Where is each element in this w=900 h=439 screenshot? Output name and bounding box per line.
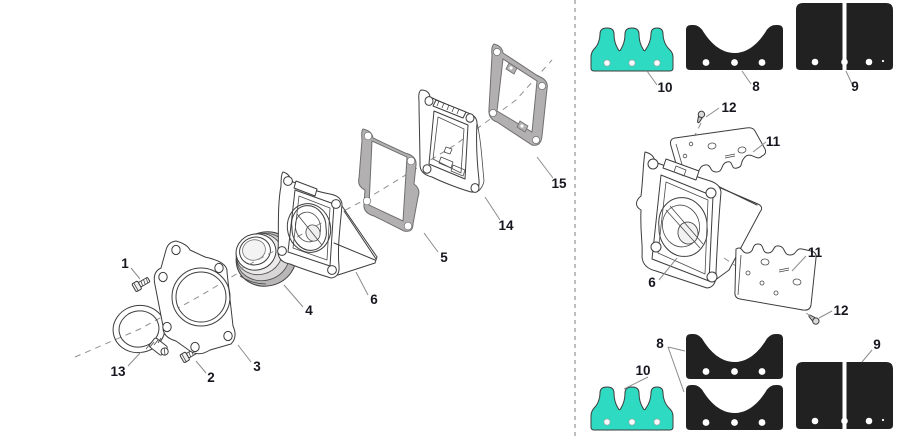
body-top-boss-right [662,158,700,181]
part-label-12: 12 [721,100,736,115]
leader-lines-right-top [646,70,853,118]
cage-bolt-holes [422,96,480,193]
part-10-reed-stopper-bottom [590,386,674,431]
part-label-2: 2 [207,370,215,385]
part-label-5: 5 [440,250,448,265]
part-8-stop-plate-top [686,25,783,70]
part-8-stop-plate-bottom-1 [686,334,783,379]
part-1-screw [131,275,152,293]
cage-reed-seats [438,146,466,177]
part-14-reed-cage [418,89,485,193]
part-9-reed-petals-top [796,3,893,70]
part-label-9: 9 [851,79,859,94]
body-bolt-holes-right [647,158,718,283]
part-label-6: 6 [370,292,378,307]
part-label-1: 1 [121,256,129,271]
body-wedge-lines [333,205,378,276]
body-bolt-holes [277,176,341,275]
leader-lines-left [127,156,554,374]
part-9-reed-petals-bottom [796,362,893,429]
clamp-serrations [145,337,162,350]
gasket-tabs [505,62,529,133]
part-label-3: 3 [253,359,261,374]
cage-hinge-bar [432,99,467,119]
plate-bolt-holes [158,244,233,353]
gasket-holes [362,131,416,231]
parts-detail-right: 10 8 9 12 [590,3,893,431]
part-label-12b: 12 [833,303,848,318]
part-5-gasket [358,128,420,232]
gasket-holes [489,48,546,144]
leader-lines-right-middle [658,141,833,319]
part-8-stop-plate-bottom-2 [686,385,783,430]
part-label-14: 14 [498,218,514,233]
part-3-adapter-plate [153,240,236,355]
part-label-11: 11 [766,134,781,149]
part-6-reed-valve-body-right [636,151,763,289]
part-label-10b: 10 [635,363,650,378]
part-label-8b: 8 [656,336,664,351]
part-label-4: 4 [305,303,313,318]
leader-lines-right-bottom [623,346,873,393]
part-label-6r: 6 [648,275,656,290]
part-label-9b: 9 [873,337,881,352]
part-10-reed-stopper-top [590,27,674,72]
part-label-10: 10 [657,80,672,95]
part-label-15: 15 [551,176,567,191]
part-12-screw-top [694,109,707,125]
exploded-view-left: 1 13 2 3 4 6 5 14 15 [74,43,567,385]
part-label-11b: 11 [808,245,823,260]
part-label-13: 13 [110,364,126,379]
body-top-boss [293,180,318,197]
cage-hatching [436,100,460,115]
part-label-8: 8 [752,79,760,94]
part-15-gasket [488,43,548,146]
part-11-stop-plate-bottom [734,243,817,311]
part-6-reed-valve-body [277,171,378,279]
